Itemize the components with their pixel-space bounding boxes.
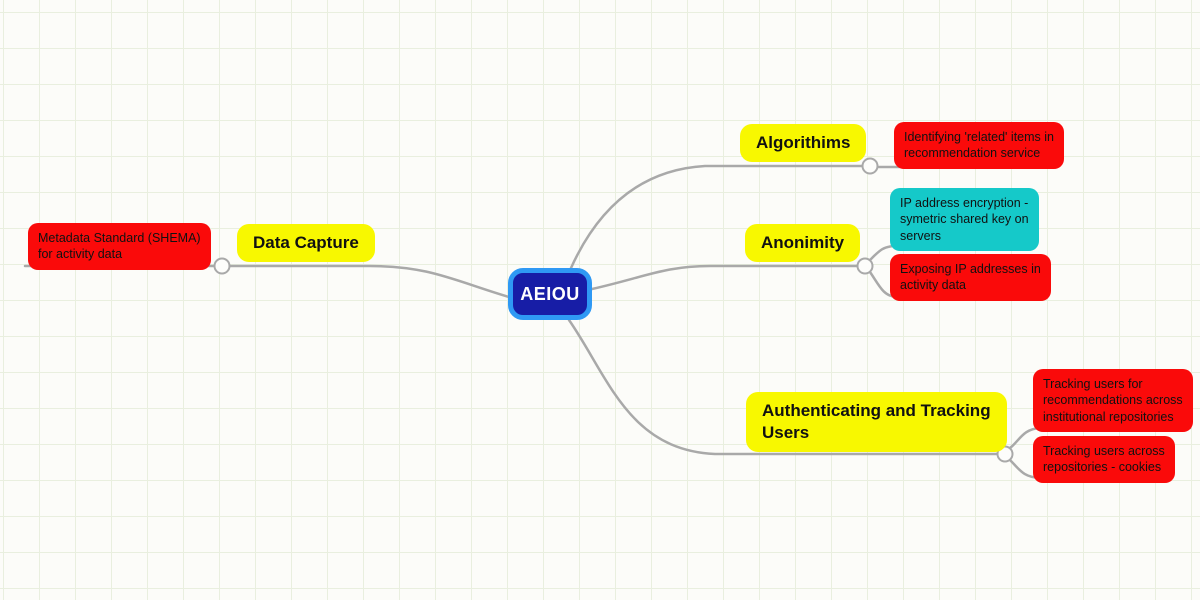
note-metadata-standard[interactable]: Metadata Standard (SHEMA) for activity d… xyxy=(28,223,211,270)
connector-root-to-data-capture xyxy=(228,264,511,299)
branch-authenticating-tracking-users[interactable]: Authenticating and Tracking Users xyxy=(746,392,1007,453)
collapse-handle-data-capture[interactable] xyxy=(213,257,231,275)
note-ip-address-encryption[interactable]: IP address encryption - symetric shared … xyxy=(890,188,1039,251)
branch-data-capture[interactable]: Data Capture xyxy=(237,224,375,263)
collapse-handle-algorithims[interactable] xyxy=(861,157,879,175)
connector-root-to-algorithims xyxy=(569,164,864,270)
connector-root-to-authenticating xyxy=(567,318,999,456)
connector-root-to-anonimity xyxy=(590,264,859,291)
note-exposing-ip-addresses[interactable]: Exposing IP addresses in activity data xyxy=(890,254,1051,301)
note-identifying-related-items[interactable]: Identifying 'related' items in recommend… xyxy=(894,122,1064,169)
note-tracking-users-recommendations[interactable]: Tracking users for recommendations acros… xyxy=(1033,369,1193,432)
collapse-handle-anonimity[interactable] xyxy=(856,257,874,275)
branch-anonimity[interactable]: Anonimity xyxy=(745,224,861,263)
branch-algorithims[interactable]: Algorithims xyxy=(740,124,867,163)
note-tracking-users-cookies[interactable]: Tracking users across repositories - coo… xyxy=(1033,436,1175,483)
root-node[interactable]: AEIOU xyxy=(508,268,592,320)
